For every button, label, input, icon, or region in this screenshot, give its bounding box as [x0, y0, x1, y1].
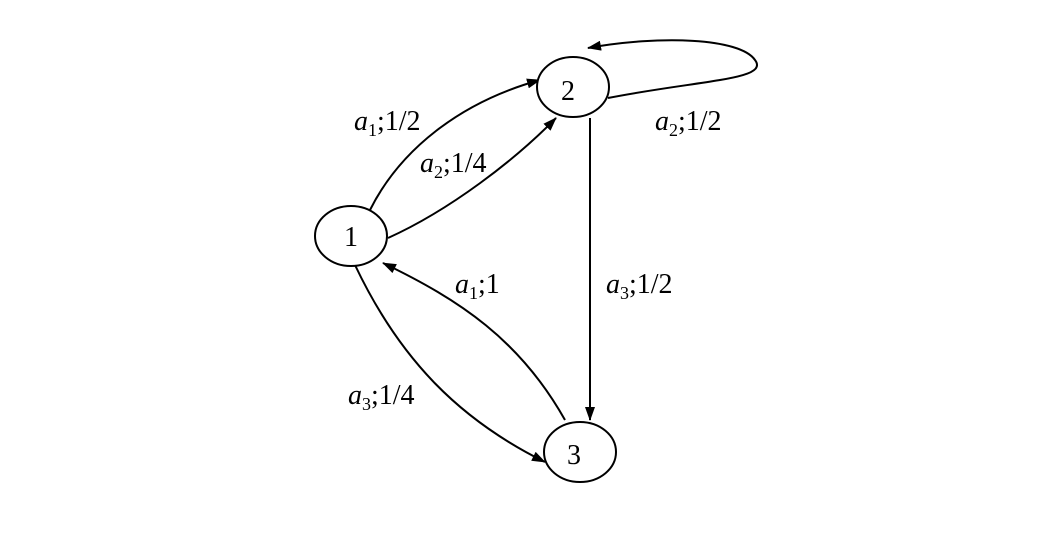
edge-label-1-to-3-a3: a3;1/4 — [348, 380, 415, 414]
edge-label-2-to-3-a3: a3;1/2 — [606, 269, 673, 303]
edge-2-to-2-self-loop — [587, 39, 758, 99]
edge-label-1-to-2-a1: a1;1/2 — [354, 106, 421, 140]
edge-1-to-3-a3 — [354, 264, 546, 463]
node-2: 2 — [536, 56, 610, 118]
edge-3-to-1-a1 — [382, 262, 566, 421]
edge-label-1-to-2-a2: a2;1/4 — [420, 148, 487, 182]
node-3: 3 — [543, 421, 617, 483]
node-3-label: 3 — [567, 440, 581, 471]
edge-1-to-2-a1 — [369, 78, 541, 211]
edge-label-2-to-2-a2: a2;1/2 — [655, 106, 722, 140]
node-2-label: 2 — [561, 76, 575, 107]
edge-label-3-to-1-a1: a1;1 — [455, 269, 500, 303]
edge-1-to-2-a2 — [387, 117, 557, 239]
node-1-label: 1 — [344, 222, 358, 253]
node-1: 1 — [314, 205, 388, 267]
